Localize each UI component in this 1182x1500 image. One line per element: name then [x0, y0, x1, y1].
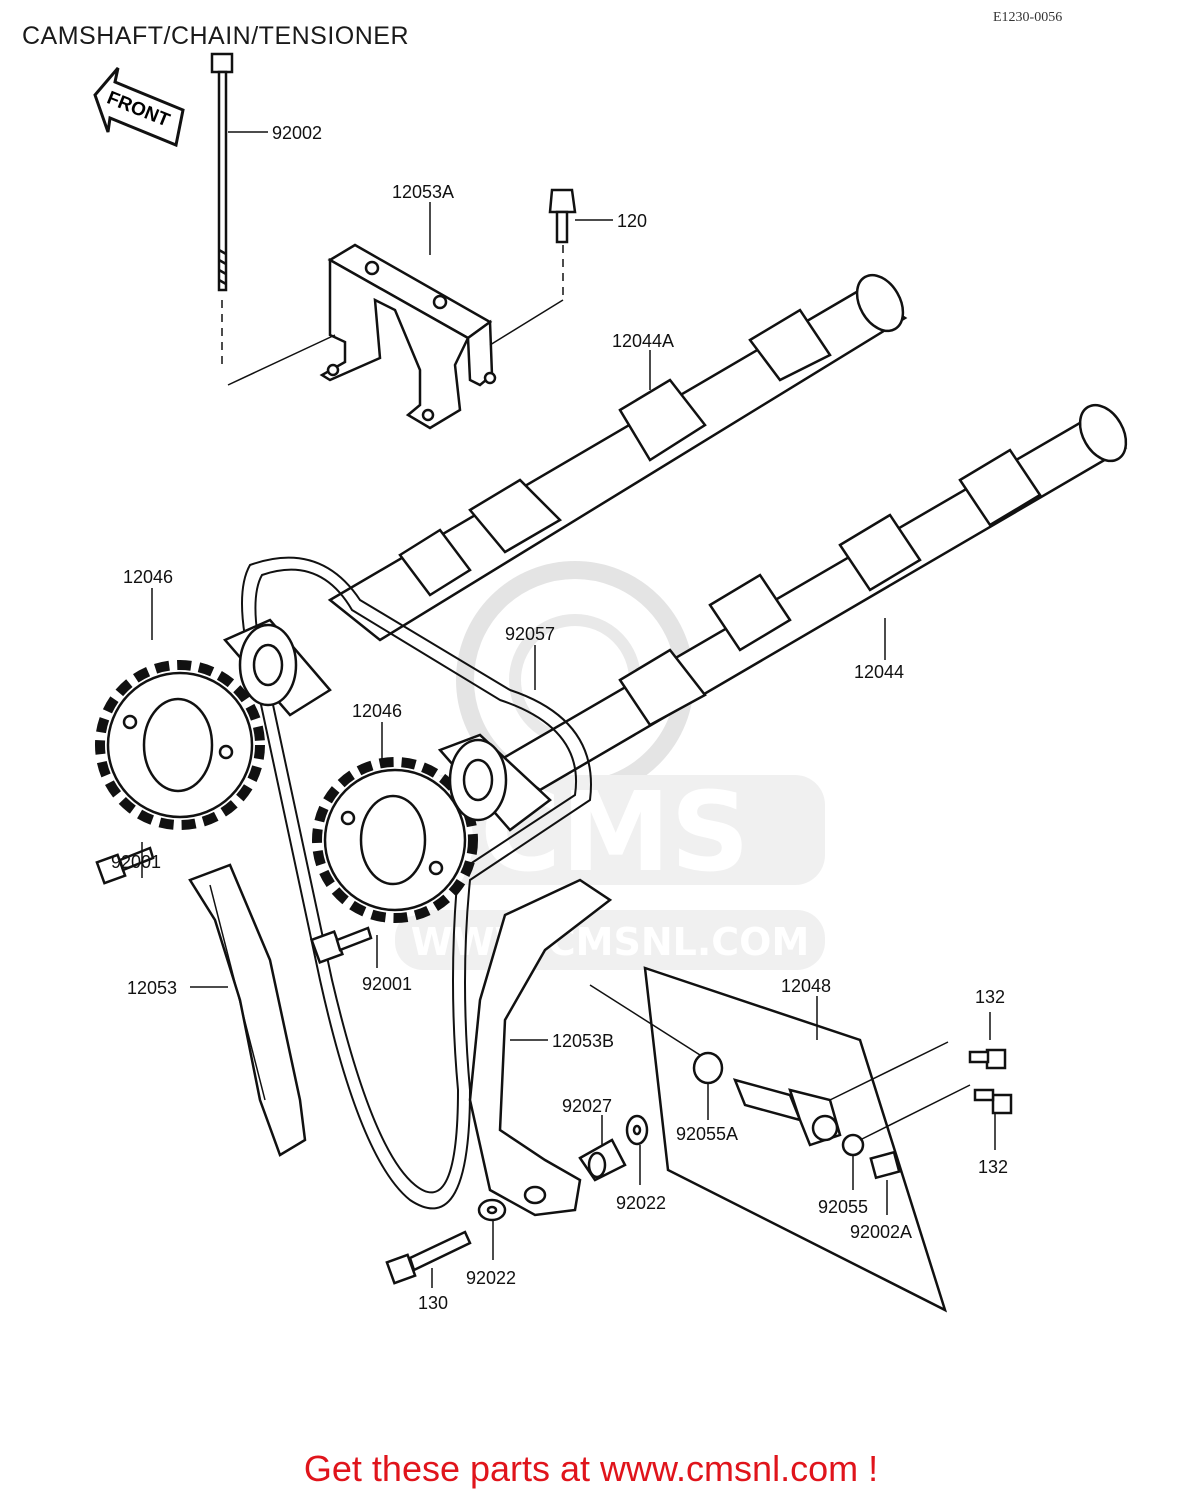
label-132-bottom: 132 [978, 1157, 1008, 1177]
label-12053: 12053 [127, 978, 177, 998]
label-92002A: 92002A [850, 1222, 912, 1242]
bolt-120 [489, 188, 577, 346]
label-12044: 12044 [854, 662, 904, 682]
sprocket-bolt-left-92001 [95, 846, 155, 885]
label-92027: 92027 [562, 1096, 612, 1116]
label-92055A: 92055A [676, 1124, 738, 1144]
cam-cap-bolt-92002 [210, 52, 234, 370]
label-92022-bottom: 92022 [466, 1268, 516, 1288]
label-92055: 92055 [818, 1197, 868, 1217]
label-92002: 92002 [272, 123, 322, 143]
front-direction-arrow: FRONT [93, 67, 185, 148]
leader-lines [141, 131, 996, 1288]
bolt-132-bottom [859, 1084, 1013, 1141]
chain-guide-bracket-12053A [227, 243, 497, 430]
label-12044A: 12044A [612, 331, 674, 351]
part-number-labels: 92002 12053A 120 12044A 12046 92057 1204… [111, 123, 1008, 1313]
label-92001-left: 92001 [111, 852, 161, 872]
footer-promo-link[interactable]: Get these parts at www.cmsnl.com ! [303, 1448, 879, 1489]
label-12048: 12048 [781, 976, 831, 996]
label-12046-left: 12046 [123, 567, 173, 587]
washer-92022-bottom [477, 1198, 507, 1222]
chain-guide-12053 [188, 863, 307, 1157]
tensioner-assembly-12048 [643, 966, 948, 1313]
label-12053A: 12053A [392, 182, 454, 202]
label-92057: 92057 [505, 624, 555, 644]
label-92022-center: 92022 [616, 1193, 666, 1213]
label-120: 120 [617, 211, 647, 231]
sprocket-bolt-center-92001 [310, 926, 373, 964]
cap-bolt-92002A [869, 1150, 901, 1180]
label-92001-center: 92001 [362, 974, 412, 994]
camshaft-hub-left [222, 618, 332, 717]
washer-92022-center [625, 1114, 649, 1146]
camshaft-hub-center [437, 733, 552, 832]
sprocket-left-12046 [95, 660, 265, 830]
label-130: 130 [418, 1293, 448, 1313]
label-12046-center: 12046 [352, 701, 402, 721]
sprocket-center-12046 [312, 757, 478, 923]
bolt-132-top [829, 1041, 1007, 1101]
label-12053B: 12053B [552, 1031, 614, 1051]
o-ring-92055 [841, 1133, 865, 1157]
tensioner-body [732, 1078, 842, 1147]
tensioner-arm-12053B [468, 878, 613, 1217]
label-132-top: 132 [975, 987, 1005, 1007]
camshaft-12044 [497, 403, 1128, 792]
watermark-url: WWW.CMSNL.COM [411, 920, 810, 964]
o-ring-92055A [589, 984, 724, 1085]
camshaft-12044A [327, 273, 908, 642]
pivot-bolt-130 [385, 1230, 472, 1285]
drawing-code: E1230-0056 [993, 10, 1063, 25]
collar-92027 [578, 1138, 627, 1182]
diagram-title: CAMSHAFT/CHAIN/TENSIONER [22, 22, 410, 50]
